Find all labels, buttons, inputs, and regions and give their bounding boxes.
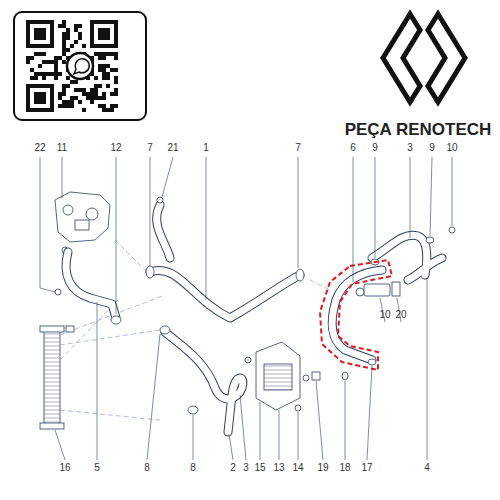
radiator: [44, 330, 60, 425]
callout-number: 20: [387, 309, 415, 321]
callout-number: 9: [361, 142, 389, 154]
callout-number: 3: [396, 142, 424, 154]
qr-frame: [14, 12, 146, 120]
callout-number: 21: [159, 142, 187, 154]
callout-number: 9: [418, 142, 446, 154]
callout-number: 12: [102, 142, 130, 154]
callout-number: 10: [371, 309, 399, 321]
callout-number: 18: [331, 462, 359, 474]
valve: [356, 282, 400, 296]
callout-number: 11: [48, 142, 76, 154]
qr-code: [26, 20, 118, 112]
callout-number: 10: [438, 142, 466, 154]
callout-number: 2: [219, 462, 247, 474]
callout-number: 19: [309, 462, 337, 474]
callout-number: 14: [284, 462, 312, 474]
callout-number: 17: [353, 462, 381, 474]
hoses: [66, 205, 442, 432]
callout-number: 15: [246, 462, 274, 474]
brand-text: PEÇA RENOTECH: [345, 120, 492, 140]
callout-number: 6: [339, 142, 367, 154]
callout-number: 22: [26, 142, 54, 154]
callout-number: 5: [83, 462, 111, 474]
assembly-lines: [60, 240, 330, 420]
callout-number: 8: [179, 462, 207, 474]
callout-number: 1: [192, 142, 220, 154]
oil-cooler: [245, 342, 320, 411]
callout-number: 4: [413, 462, 441, 474]
hose-clamps: [55, 197, 455, 414]
callout-number: 16: [51, 462, 79, 474]
callout-number: 13: [265, 462, 293, 474]
leader-lines: [40, 157, 452, 460]
whatsapp-icon: [67, 53, 93, 79]
engine-housing: [55, 192, 110, 253]
callout-number: 7: [136, 142, 164, 154]
renault-logo: [383, 14, 465, 102]
callout-number: 7: [284, 142, 312, 154]
callout-number: 8: [133, 462, 161, 474]
